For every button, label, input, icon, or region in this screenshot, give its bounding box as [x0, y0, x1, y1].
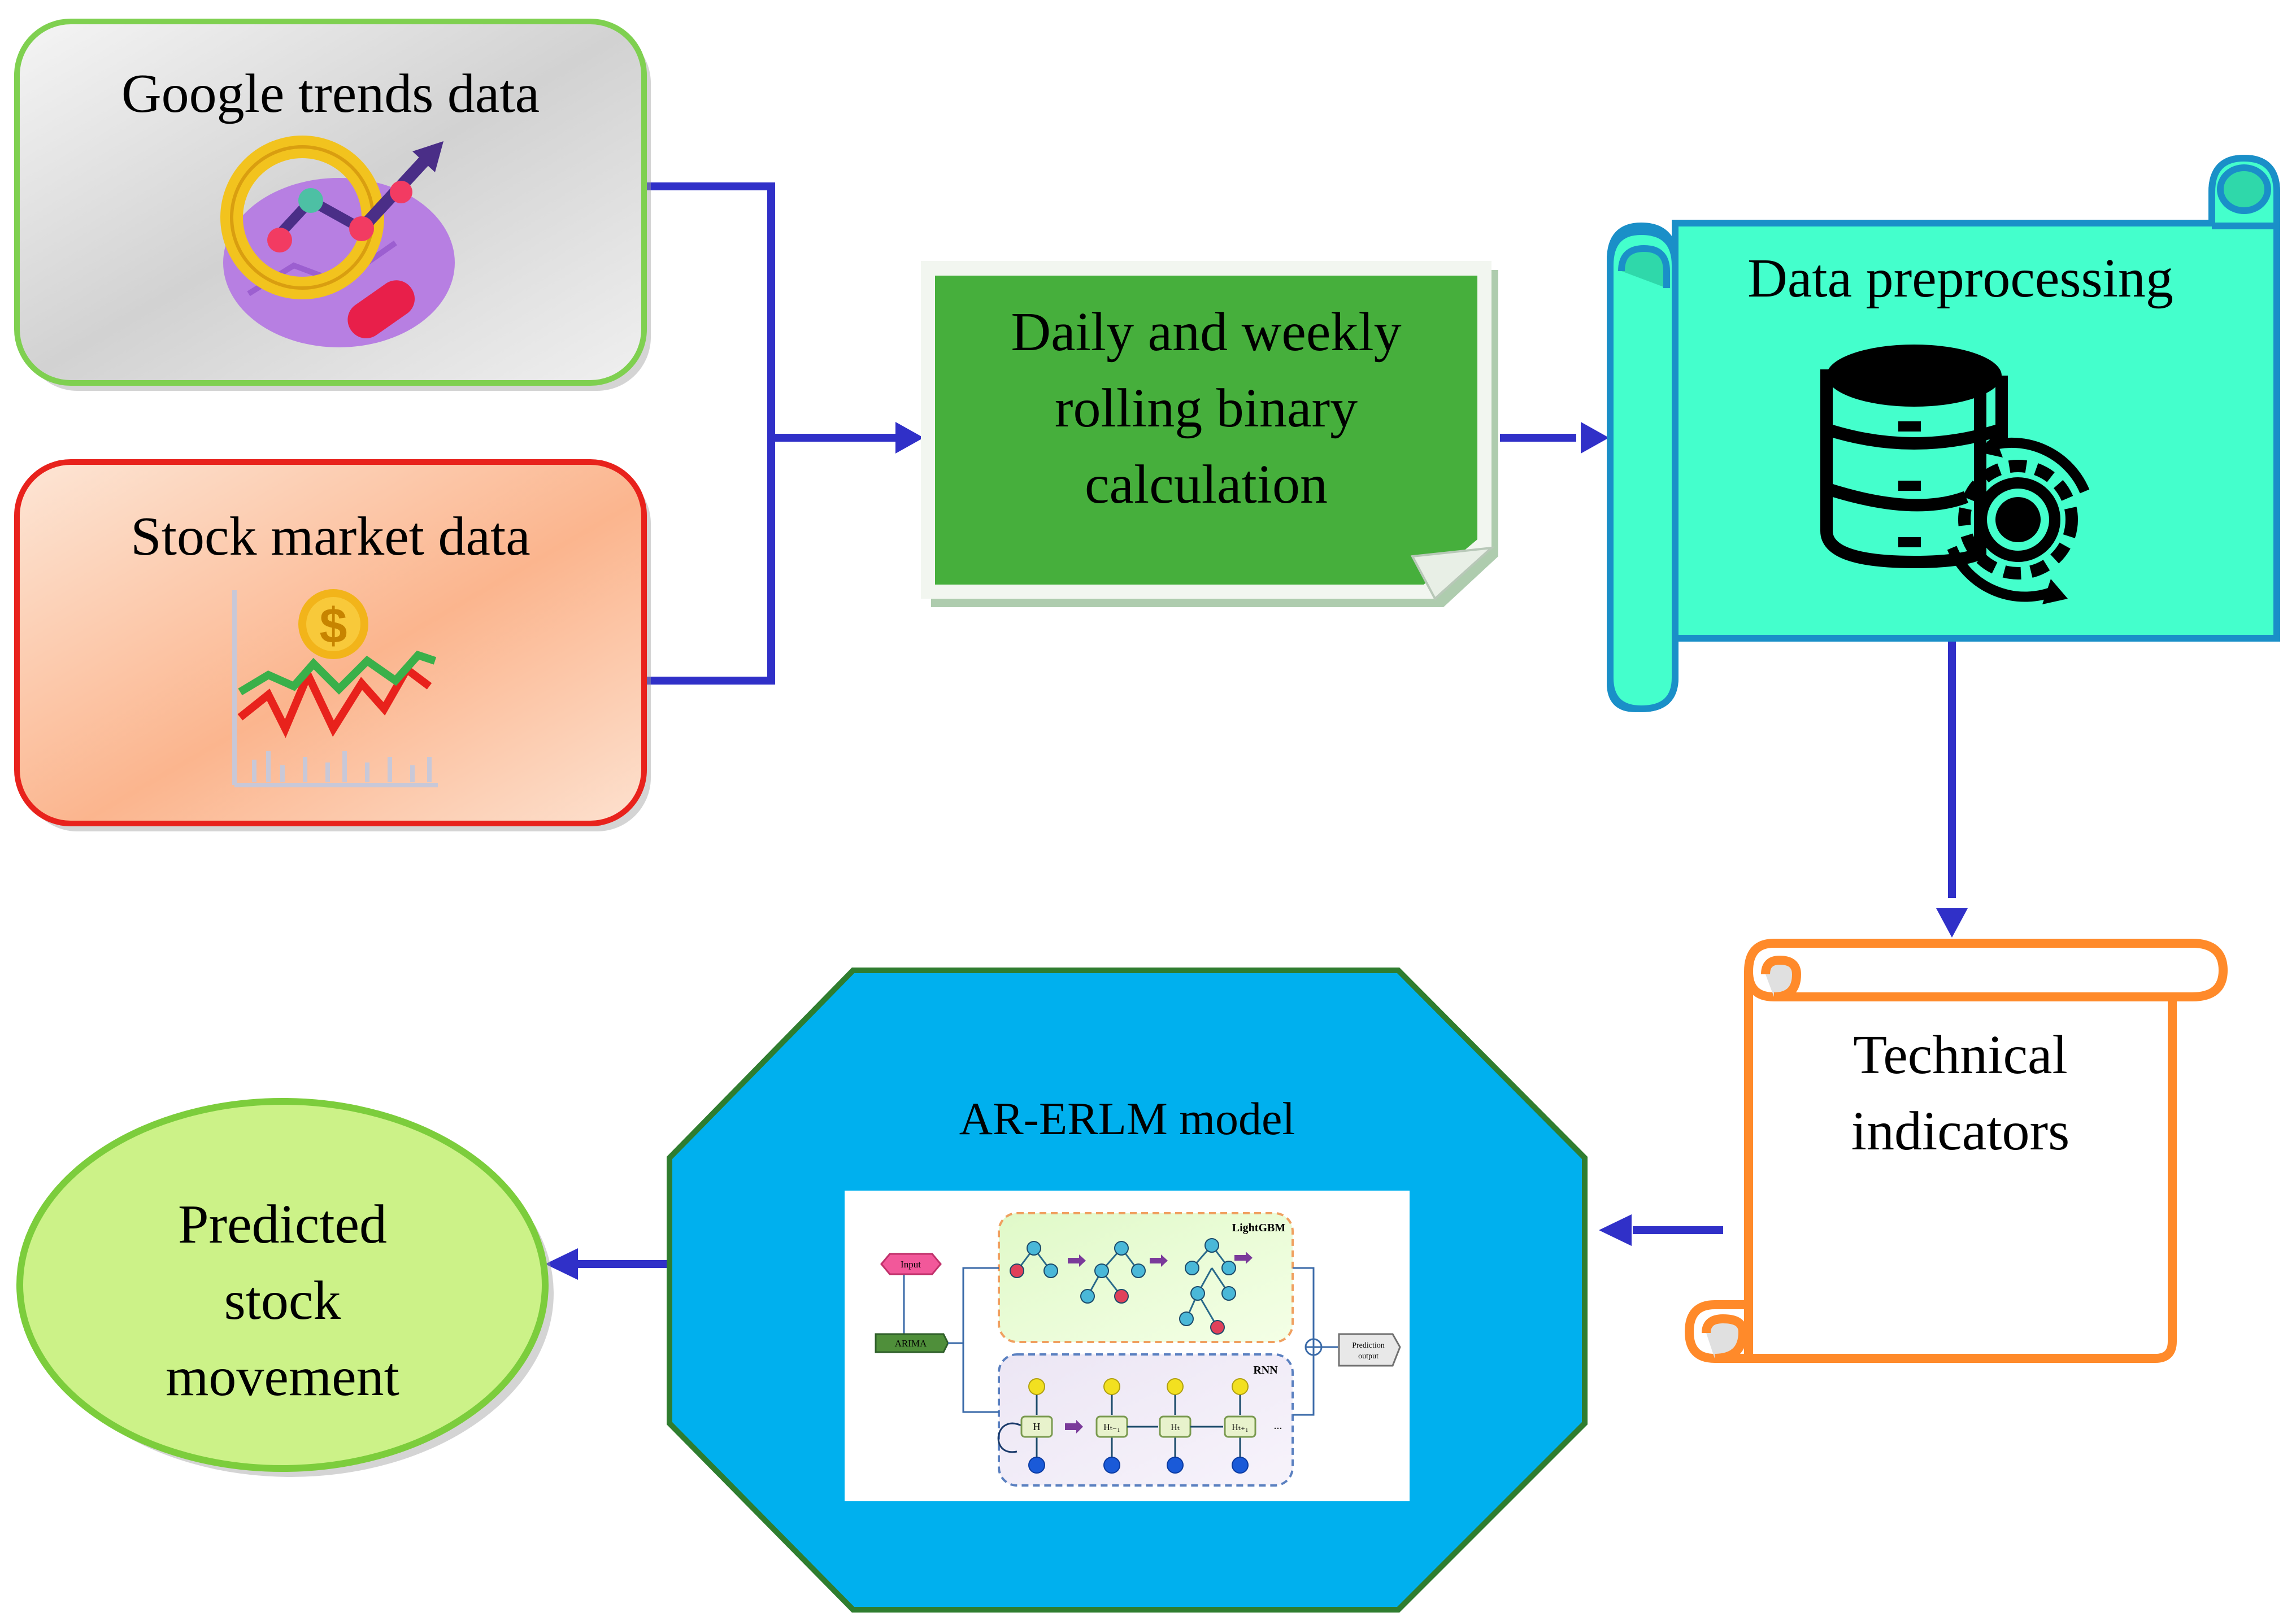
prediction-output-block — [1338, 1333, 1401, 1367]
arrowhead-rolling — [895, 422, 924, 454]
node-predicted-stock-movement: Predicted stock movement — [16, 1098, 554, 1477]
trend-search-icon — [220, 136, 455, 347]
ar-erlm-model-label: AR-ERLM model — [959, 1093, 1295, 1144]
model-architecture-figure: LightGBM RNN Input ARIMA — [845, 1191, 1410, 1501]
rnn-ellipsis: ... — [1274, 1419, 1282, 1432]
edge-stock-to-rolling — [644, 438, 775, 685]
rolling-binary-line-2: rolling binary — [1055, 378, 1358, 439]
rnn-h-label: H — [1033, 1421, 1041, 1432]
prediction-output-line-2: output — [1358, 1352, 1379, 1361]
connectors — [576, 182, 1956, 1268]
arrowhead-predicted — [545, 1248, 578, 1280]
stock-market-label: Stock market data — [131, 506, 530, 567]
node-technical-indicators: Technical indicators — [1684, 939, 2228, 1363]
lightgbm-nodes — [1010, 1238, 1236, 1335]
arrowhead-preprocessing — [1581, 422, 1609, 454]
node-google-trends: Google trends data — [14, 19, 651, 391]
node-ar-erlm-model: AR-ERLM model LightGBM RNN Input ARIMA — [667, 968, 1588, 1613]
node-rolling-binary: Daily and weekly rolling binary calculat… — [921, 261, 1498, 607]
rolling-binary-line-3: calculation — [1085, 454, 1328, 515]
rnn-chain: H Hₜ₋₁ Hₜ Hₜ₊₁ ... — [997, 1378, 1282, 1474]
rolling-binary-line-1: Daily and weekly — [1011, 302, 1401, 363]
stock-chart-icon: $ — [232, 589, 438, 787]
predicted-line-2: stock — [224, 1270, 341, 1331]
technical-indicators-line-1: Technical — [1853, 1025, 2067, 1086]
arrowheads — [545, 422, 1968, 1280]
node-stock-market: Stock market data $ — [14, 459, 651, 831]
data-preprocessing-label: Data preprocessing — [1747, 248, 2173, 309]
svg-text:$: $ — [320, 598, 347, 653]
predicted-line-3: movement — [166, 1347, 399, 1408]
predicted-line-1: Predicted — [178, 1194, 387, 1255]
lightgbm-label: LightGBM — [1232, 1222, 1286, 1234]
database-gear-icon — [1820, 345, 2090, 604]
rnn-h-current-label: Hₜ — [1171, 1423, 1180, 1432]
rnn-h-prev-label: Hₜ₋₁ — [1103, 1423, 1120, 1432]
technical-indicators-line-2: indicators — [1851, 1101, 2069, 1162]
edge-google-to-rolling — [644, 182, 898, 442]
rnn-h-next-label: Hₜ₊₁ — [1232, 1423, 1249, 1432]
prediction-output-line-1: Prediction — [1352, 1341, 1385, 1350]
rnn-label: RNN — [1253, 1364, 1278, 1376]
google-trends-label: Google trends data — [121, 63, 540, 124]
input-block — [880, 1253, 942, 1275]
arrowhead-technical — [1936, 908, 1968, 938]
arrowhead-model — [1599, 1214, 1632, 1246]
node-data-preprocessing: Data preprocessing — [1607, 154, 2280, 713]
arima-label: ARIMA — [895, 1338, 927, 1349]
input-label: Input — [901, 1259, 921, 1270]
